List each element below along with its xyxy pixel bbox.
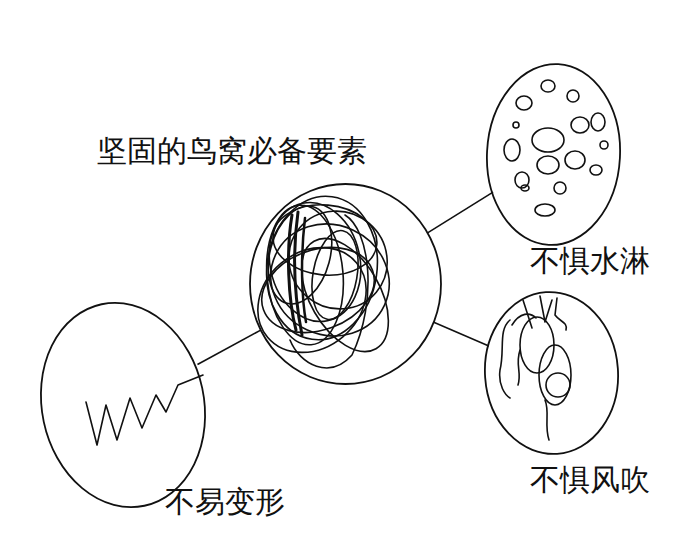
nest-scribble	[237, 189, 408, 374]
oval-outline	[248, 182, 443, 386]
connector-line	[434, 322, 489, 346]
node-label: 不惧风吹	[530, 462, 650, 498]
shape-oval: 不易变形	[40, 300, 206, 510]
oval-outline	[483, 290, 620, 456]
wind-figure	[500, 296, 571, 440]
wind-oval: 不惧风吹	[483, 290, 620, 456]
connector-line	[428, 192, 493, 233]
node-label: 不惧水淋	[530, 243, 650, 279]
zigzag	[86, 375, 203, 445]
connector-line	[197, 330, 260, 364]
oval-outline	[485, 62, 622, 247]
node-label: 坚固的鸟窝必备要素	[97, 133, 367, 169]
water-oval: 不惧水淋	[485, 62, 622, 247]
topic-oval: 坚固的鸟窝必备要素	[248, 182, 443, 386]
oval-path	[480, 288, 624, 459]
oval-outline	[40, 300, 206, 510]
pebbles	[504, 80, 608, 216]
oval-path	[250, 184, 441, 384]
node-label: 不易变形	[165, 484, 285, 520]
oval-path	[482, 61, 624, 249]
